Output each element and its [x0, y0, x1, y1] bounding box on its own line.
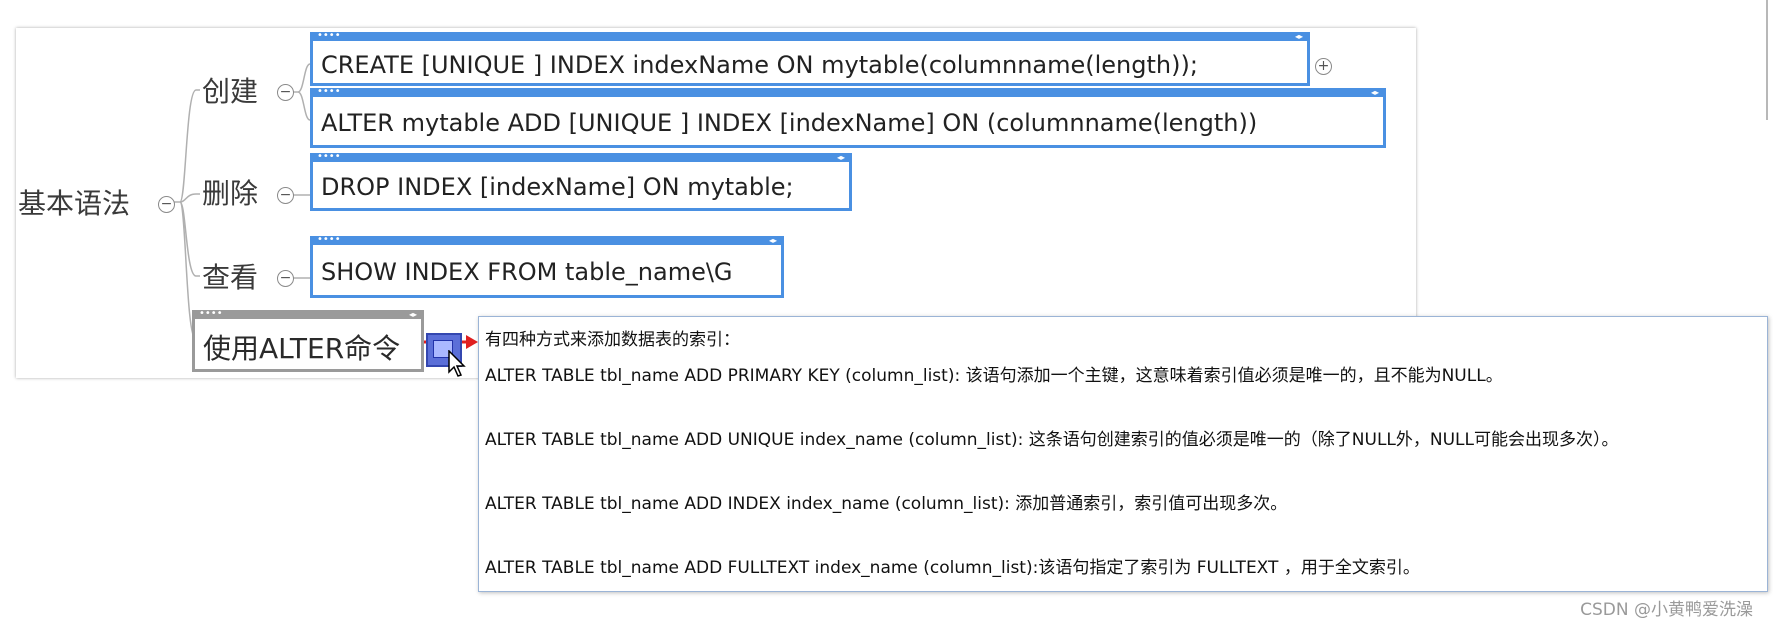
box-drag-bar[interactable]: •••• ◂▸ [313, 87, 1383, 97]
create-expand-button[interactable]: + [1315, 58, 1332, 75]
drag-handle-icon: •••• [317, 151, 341, 162]
note-icon-page [433, 340, 453, 358]
drag-handle-icon: •••• [317, 234, 341, 245]
alter-topic-label: 使用ALTER命令 [203, 332, 401, 365]
watermark: CSDN @小黄鸭爱洗澡 [1580, 600, 1753, 620]
box-drag-bar[interactable]: •••• ◂▸ [195, 309, 421, 319]
view-topic-label: 查看 [202, 261, 259, 294]
drag-handle-icon: •••• [317, 86, 341, 97]
drag-handle-icon: •••• [199, 308, 223, 319]
resize-arrows-icon[interactable]: ◂▸ [1294, 32, 1303, 41]
resize-arrows-icon[interactable]: ◂▸ [408, 310, 417, 319]
root-collapse-button[interactable]: − [158, 196, 175, 213]
view-topic[interactable]: 查看 [202, 260, 258, 296]
note-line-2: ALTER TABLE tbl_name ADD UNIQUE index_na… [485, 430, 1619, 450]
note-popup: 有四种方式来添加数据表的索引： ALTER TABLE tbl_name ADD… [478, 316, 1768, 592]
resize-arrows-icon[interactable]: ◂▸ [836, 153, 845, 162]
resize-arrows-icon[interactable]: ◂▸ [768, 236, 777, 245]
create-statement-text-2: ALTER mytable ADD [UNIQUE ] INDEX [index… [321, 109, 1258, 137]
create-statement-box-2[interactable]: •••• ◂▸ ALTER mytable ADD [UNIQUE ] INDE… [310, 87, 1386, 148]
create-topic[interactable]: 创建 [202, 74, 258, 110]
note-line-1: ALTER TABLE tbl_name ADD PRIMARY KEY (co… [485, 366, 1503, 386]
box-drag-bar[interactable]: •••• ◂▸ [313, 31, 1307, 41]
create-statement-text-1: CREATE [UNIQUE ] INDEX indexName ON myta… [321, 51, 1198, 79]
note-heading: 有四种方式来添加数据表的索引： [485, 330, 740, 350]
delete-collapse-button[interactable]: − [277, 187, 294, 204]
view-statement-box[interactable]: •••• ◂▸ SHOW INDEX FROM table_name\G [310, 235, 784, 298]
resize-arrows-icon[interactable]: ◂▸ [1370, 88, 1379, 97]
box-drag-bar[interactable]: •••• ◂▸ [313, 235, 781, 245]
mouse-cursor-icon [448, 350, 466, 377]
delete-statement-text: DROP INDEX [indexName] ON mytable; [321, 173, 794, 201]
create-collapse-button[interactable]: − [277, 84, 294, 101]
root-topic-label: 基本语法 [18, 187, 131, 220]
create-topic-label: 创建 [202, 75, 259, 108]
root-topic[interactable]: 基本语法 [18, 186, 130, 222]
window-edge [1766, 0, 1768, 120]
create-statement-box-1[interactable]: •••• ◂▸ CREATE [UNIQUE ] INDEX indexName… [310, 31, 1310, 86]
delete-topic[interactable]: 删除 [202, 176, 258, 212]
note-line-4: ALTER TABLE tbl_name ADD FULLTEXT index_… [485, 558, 1420, 578]
delete-topic-label: 删除 [202, 177, 259, 210]
delete-statement-box[interactable]: •••• ◂▸ DROP INDEX [indexName] ON mytabl… [310, 152, 852, 211]
view-statement-text: SHOW INDEX FROM table_name\G [321, 258, 733, 286]
note-line-3: ALTER TABLE tbl_name ADD INDEX index_nam… [485, 494, 1288, 514]
alter-topic[interactable]: •••• ◂▸ 使用ALTER命令 [192, 309, 424, 372]
view-collapse-button[interactable]: − [277, 270, 294, 287]
box-drag-bar[interactable]: •••• ◂▸ [313, 152, 849, 162]
drag-handle-icon: •••• [317, 30, 341, 41]
note-icon[interactable] [426, 333, 462, 367]
